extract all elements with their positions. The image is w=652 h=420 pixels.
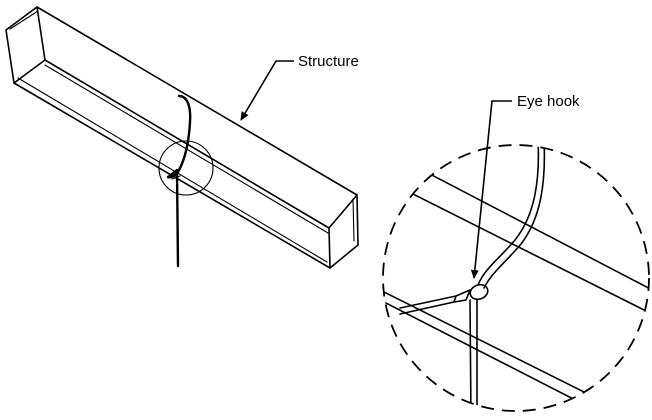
wire-wrap-top	[166, 94, 192, 179]
structure-label: Structure	[298, 53, 359, 70]
detail-beam-chamfer-edge	[383, 289, 641, 411]
beam-top-edge	[36, 6, 358, 196]
beam-far-end-chamfer	[352, 198, 355, 242]
detail-wire-left-bottom	[399, 301, 455, 315]
beam-chamfer-line-lower	[17, 77, 328, 263]
wire-eye-hook-small	[171, 175, 181, 180]
wire-wrap-back	[166, 168, 179, 179]
detail-wire-down-left	[469, 299, 472, 411]
detail-beam-bottom-edge	[383, 299, 631, 411]
eye-hook-leader-line	[470, 100, 512, 279]
detail-eye-hook-loop	[469, 283, 489, 301]
beam-end-chamfer	[9, 10, 39, 30]
detail-wire-left-top	[399, 295, 457, 309]
detail-beam-front-edge	[384, 179, 649, 319]
detail-wire-upper-left	[477, 145, 540, 286]
eye-hook-label: Eye hook	[517, 93, 580, 110]
structure-callout: Structure	[240, 53, 359, 121]
wire-hanging-down	[175, 170, 180, 268]
detail-indicator-circle	[158, 140, 214, 196]
structure-leader-line	[240, 60, 294, 121]
detail-boundary-circle	[382, 144, 650, 412]
beam-far-end	[328, 194, 359, 269]
detail-contents	[383, 145, 649, 411]
structure-beam	[5, 6, 359, 269]
eye-hook-callout: Eye hook	[470, 93, 580, 279]
detail-view	[382, 144, 650, 412]
support-wire	[166, 94, 192, 268]
detail-wire-upper-right	[483, 145, 546, 289]
detail-beam-top-edge	[383, 147, 649, 295]
